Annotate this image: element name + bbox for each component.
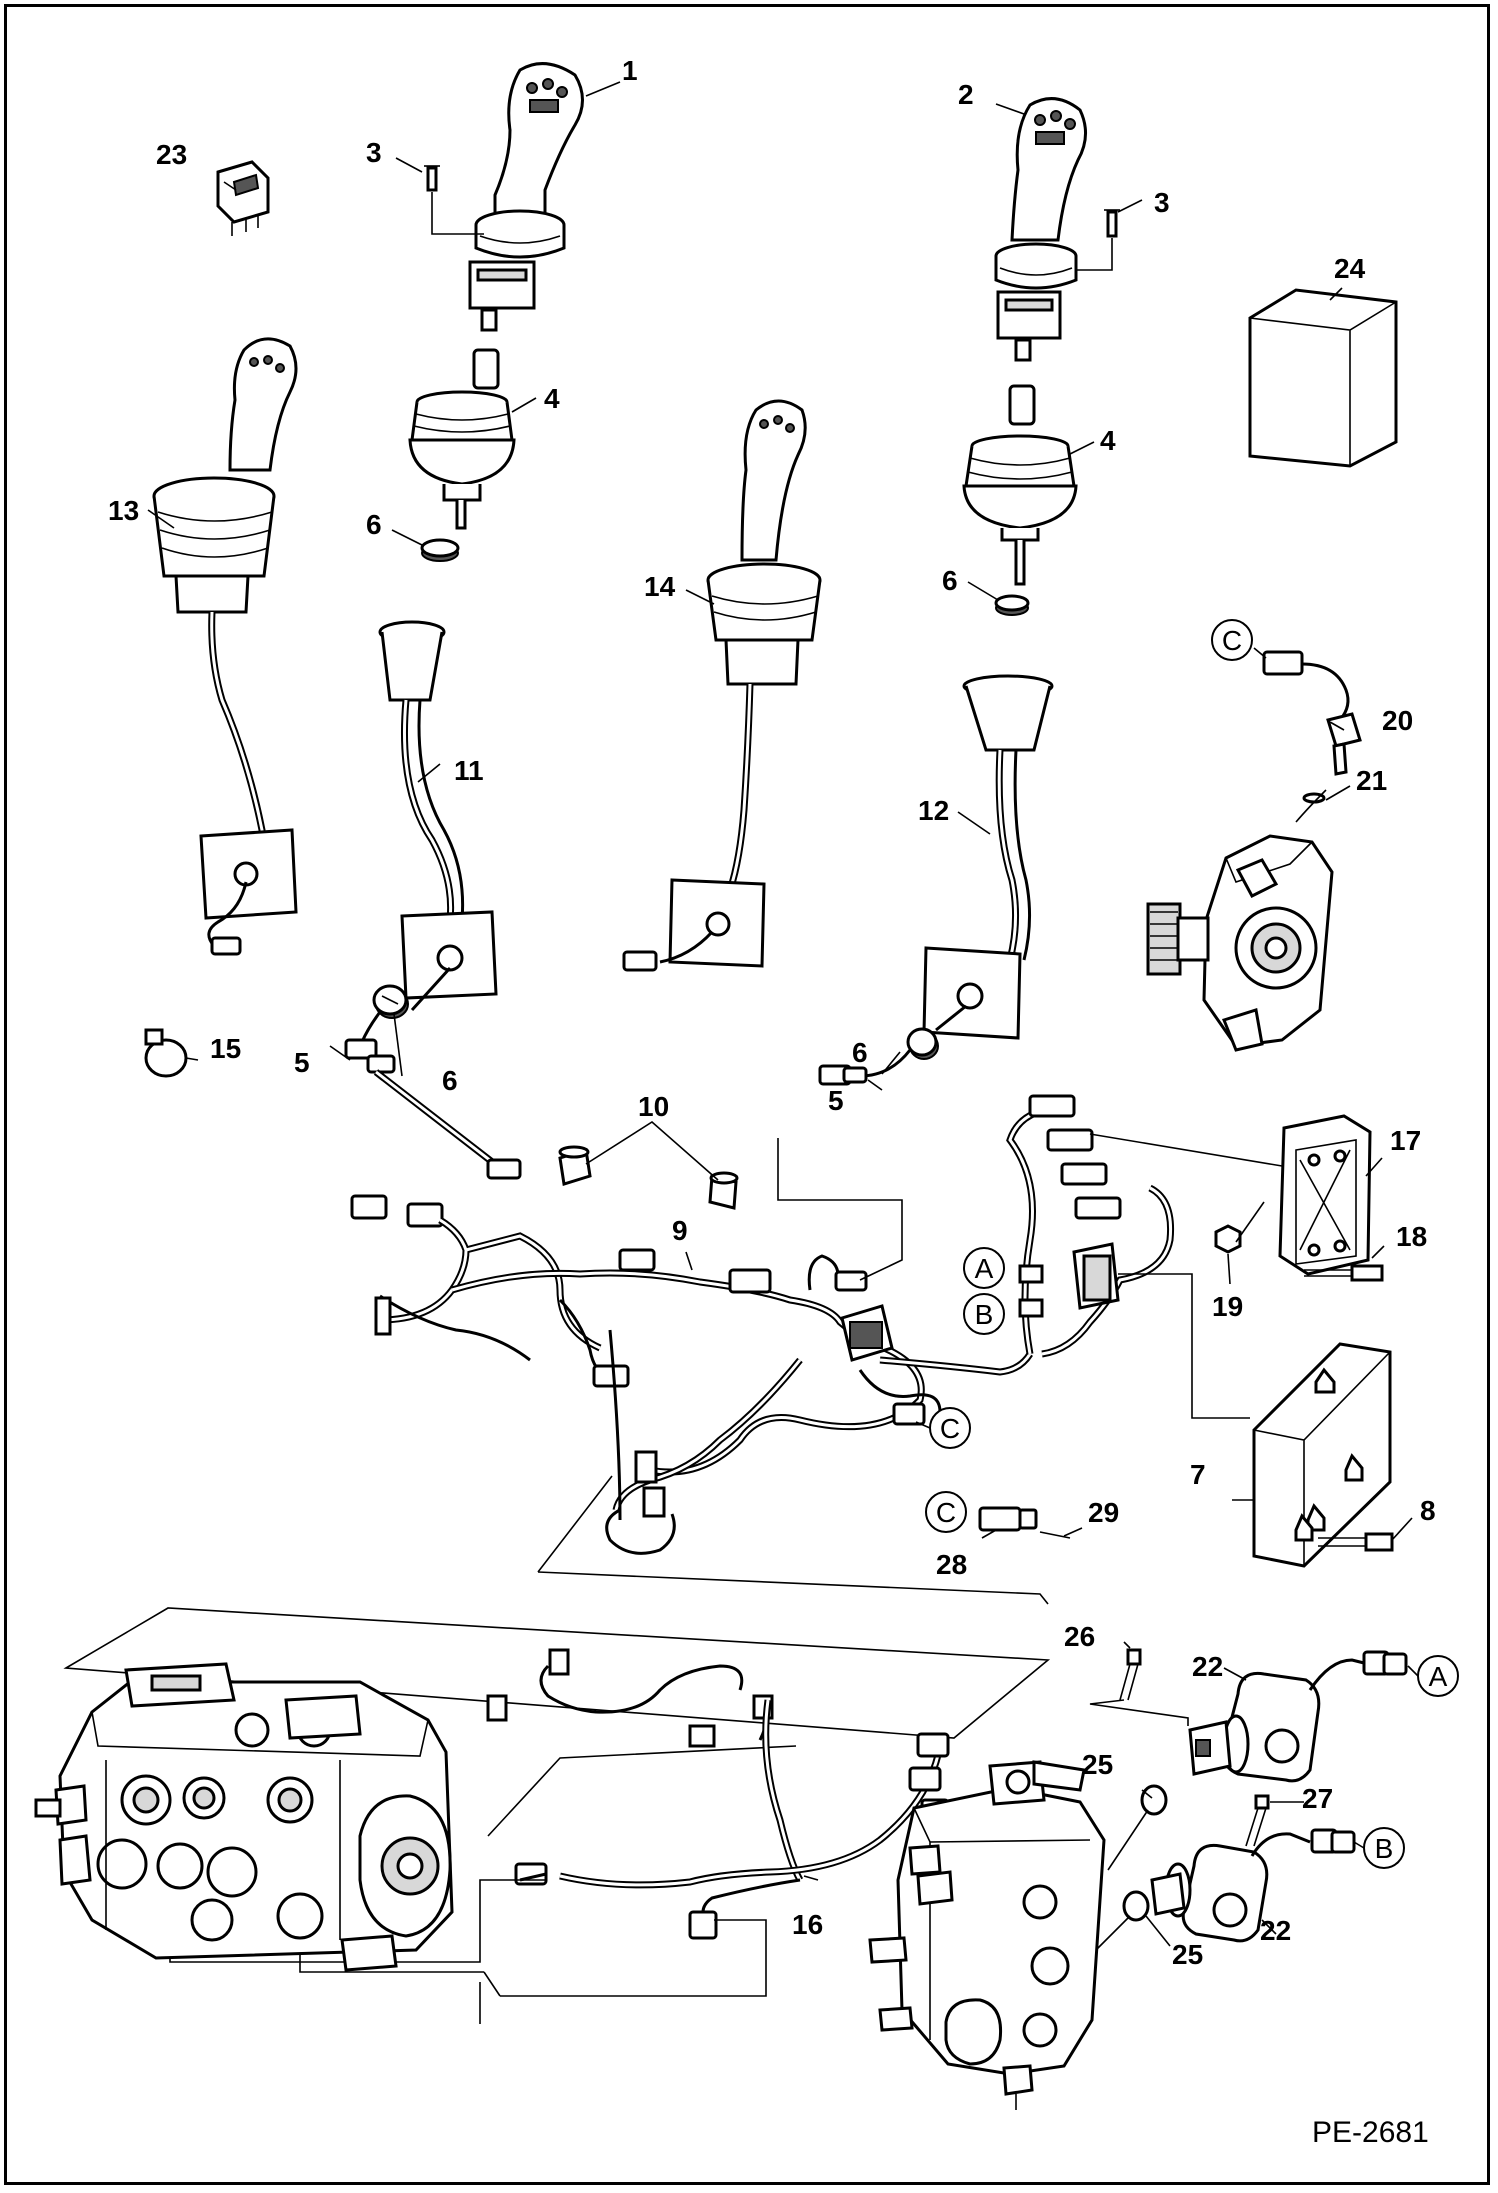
callout-28: 28 <box>936 1549 967 1580</box>
callout-1: 1 <box>622 55 638 86</box>
hydrostatic-pump <box>34 1662 454 1972</box>
svg-text:C: C <box>1222 625 1242 656</box>
callout-20: 20 <box>1382 705 1413 736</box>
callout-18: 18 <box>1396 1221 1427 1252</box>
part-22-solenoid-upper <box>1188 1650 1408 1783</box>
part-9-main-harness <box>350 1069 1033 1555</box>
svg-text:C: C <box>940 1413 960 1444</box>
part-26-bolt <box>1119 1648 1142 1701</box>
pump-motor-right <box>1146 834 1334 1052</box>
callout-3-left: 3 <box>366 137 382 168</box>
callout-5-right: 5 <box>828 1085 844 1116</box>
part-11-joystick-harness <box>378 620 498 1012</box>
part-1-joystick-handle-left <box>468 62 584 332</box>
callout-9: 9 <box>672 1215 688 1246</box>
callout-22-lower: 22 <box>1260 1915 1291 1946</box>
callout-17: 17 <box>1390 1125 1421 1156</box>
part-3-pin-left <box>424 165 440 192</box>
callout-25-lower: 25 <box>1172 1939 1203 1970</box>
svg-text:C: C <box>936 1497 956 1528</box>
part-27-bolt <box>1245 1794 1270 1847</box>
callout-13: 13 <box>108 495 139 526</box>
part-3-pin-right <box>1104 209 1120 238</box>
part-12-joystick-harness <box>922 674 1054 1040</box>
part-16-pump-harness <box>63 1607 1051 2024</box>
drawing-code: PE-2681 <box>1312 2116 1429 2149</box>
part-17-module-bracket <box>1006 1094 1372 1358</box>
svg-text:B: B <box>975 1299 994 1330</box>
part-19-nut <box>1214 1224 1242 1254</box>
part-29-terminal <box>1039 1531 1071 1539</box>
svg-text:A: A <box>975 1253 994 1284</box>
part-5-lead-right <box>818 1049 912 1086</box>
part-6-grommet-lower-right <box>906 1027 939 1060</box>
part-24-box <box>1248 288 1398 468</box>
callout-6-lower-left: 6 <box>442 1065 458 1096</box>
connector-ref-b-solenoid: B <box>1363 1827 1405 1869</box>
callout-15: 15 <box>210 1033 241 1064</box>
part-25-o-ring-lower <box>1122 1890 1150 1922</box>
callout-4-right: 4 <box>1100 425 1116 456</box>
part-6-grommet-upper-left <box>420 538 460 562</box>
svg-text:A: A <box>1429 1661 1448 1692</box>
callout-23: 23 <box>156 139 187 170</box>
part-10-clips <box>558 1145 739 1210</box>
callout-6-upper-right: 6 <box>942 565 958 596</box>
part-13-joystick-assembly <box>152 337 298 956</box>
callout-10: 10 <box>638 1091 669 1122</box>
callout-12: 12 <box>918 795 949 826</box>
callout-27: 27 <box>1302 1783 1333 1814</box>
callout-3-right: 3 <box>1154 187 1170 218</box>
part-4-boot-right <box>962 384 1078 586</box>
callout-5-left: 5 <box>294 1047 310 1078</box>
part-8-bolt <box>1318 1532 1394 1552</box>
part-28-connector <box>978 1506 1038 1532</box>
callout-6-lower-right: 6 <box>852 1037 868 1068</box>
connector-ref-a-harness: A <box>963 1247 1005 1289</box>
part-18-bolt <box>1304 1264 1384 1282</box>
part-14-joystick-assembly <box>622 399 822 972</box>
callout-25-upper: 25 <box>1082 1749 1113 1780</box>
callout-7: 7 <box>1190 1459 1206 1490</box>
callout-21: 21 <box>1356 765 1387 796</box>
callout-8: 8 <box>1420 1495 1436 1526</box>
part-2-joystick-handle-right <box>994 97 1087 362</box>
callout-24: 24 <box>1334 253 1366 284</box>
callout-22-upper: 22 <box>1192 1651 1223 1682</box>
callout-14: 14 <box>644 571 676 602</box>
diagram-border <box>4 4 1490 2185</box>
callout-29: 29 <box>1088 1497 1119 1528</box>
callout-4-left: 4 <box>544 383 560 414</box>
control-valve <box>868 1760 1106 2110</box>
callout-19: 19 <box>1212 1291 1243 1322</box>
part-22-solenoid-lower <box>1150 1828 1356 1943</box>
part-7-controller <box>1252 1342 1392 1568</box>
part-6-grommet-lower-left <box>372 984 409 1019</box>
connector-ref-c-upper: C <box>1211 619 1253 661</box>
connector-ref-c-lower: C <box>925 1491 967 1533</box>
part-20-sensor <box>1262 650 1362 776</box>
callout-6-upper-left: 6 <box>366 509 382 540</box>
part-5-lead-left <box>344 1011 396 1074</box>
part-6-grommet-upper-right <box>994 594 1030 616</box>
callout-26: 26 <box>1064 1621 1095 1652</box>
part-4-boot-left <box>408 348 516 530</box>
callout-2: 2 <box>958 79 974 110</box>
connector-ref-c-harness: C <box>929 1407 971 1449</box>
part-25-o-ring-upper <box>1140 1784 1168 1816</box>
connector-ref-a-solenoid: A <box>1417 1655 1459 1697</box>
callout-11: 11 <box>454 755 484 786</box>
part-15-cable-tie <box>144 1028 188 1078</box>
part-23-switch <box>216 160 270 236</box>
callout-16: 16 <box>792 1909 823 1940</box>
connector-ref-b-harness: B <box>963 1293 1005 1335</box>
svg-text:B: B <box>1375 1833 1394 1864</box>
